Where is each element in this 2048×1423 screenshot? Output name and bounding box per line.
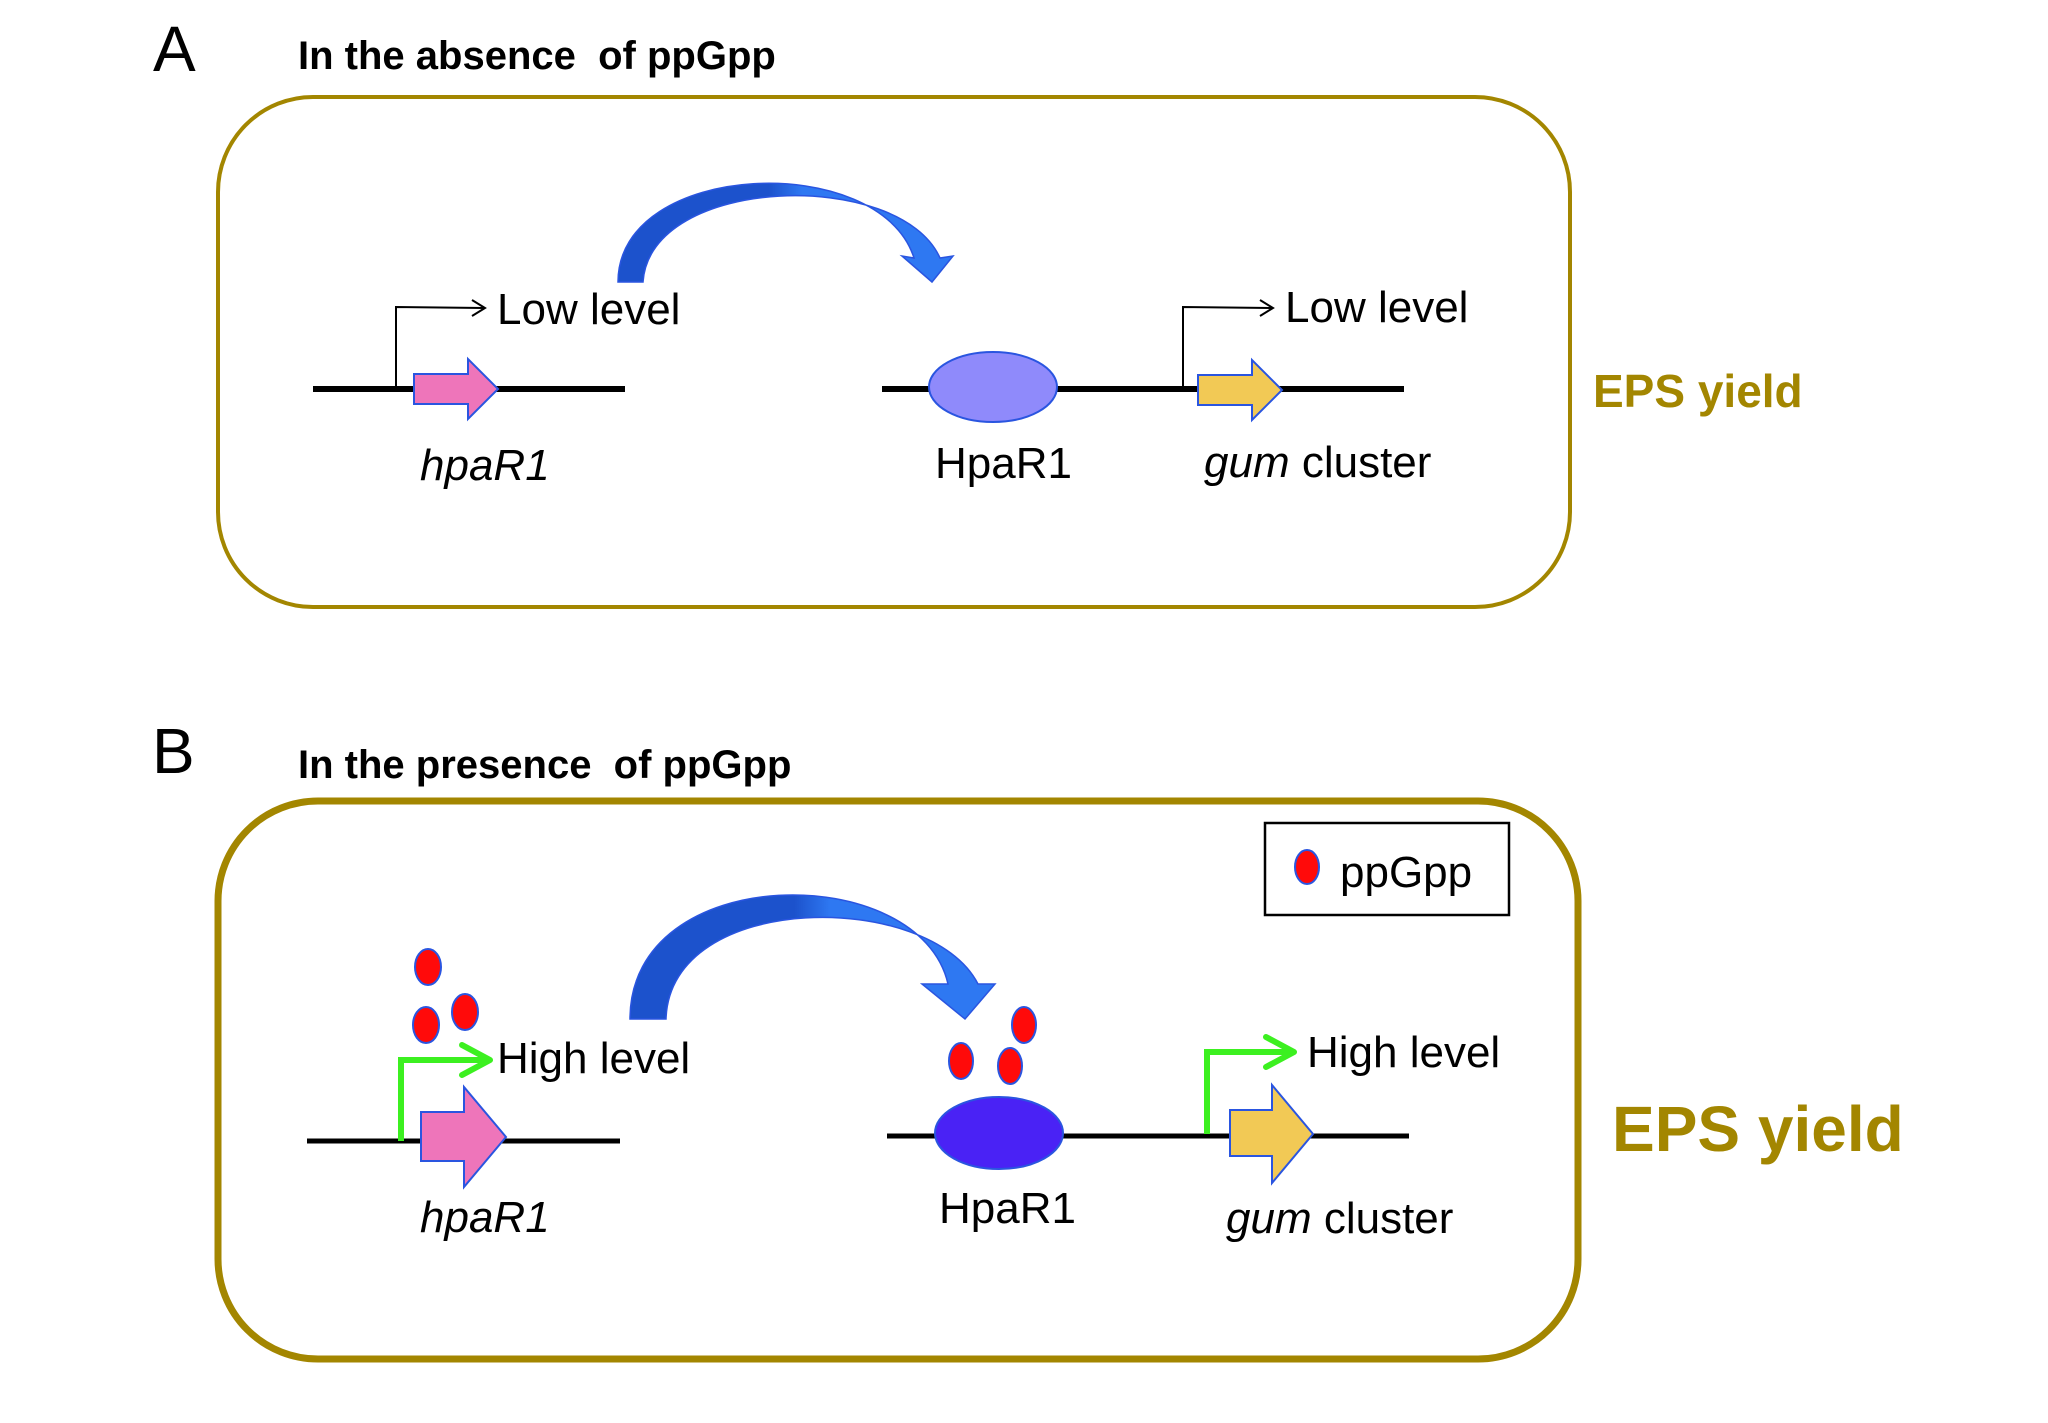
legend-ppGpp-label: ppGpp [1340, 848, 1472, 897]
hpaR1-expression-label: High level [497, 1034, 690, 1083]
gum-gene-arrow-icon [1197, 357, 1284, 423]
regulation-arrow-icon [629, 894, 997, 1021]
panel-b-frame [214, 797, 1582, 1363]
hpaR1-protein-icon [928, 351, 1058, 423]
ppGpp-molecule-icon [414, 948, 442, 986]
gum-label-italic: gum [1226, 1194, 1312, 1243]
hpaR1-gene-arrow-icon [420, 1084, 508, 1190]
eps-yield-label-low: EPS yield [1593, 365, 1803, 417]
hpaR1-gene-label: hpaR1 [420, 441, 550, 490]
promoter-arrow-high-icon [1204, 1049, 1292, 1134]
panel-b: B In the presence of ppGpp ppGpp High le… [152, 715, 1904, 1363]
gum-label-rest: cluster [1312, 1194, 1454, 1243]
gum-label-italic: gum [1204, 438, 1290, 487]
hpaR1-protein-label: HpaR1 [935, 439, 1072, 488]
promoter-arrow-icon [395, 305, 485, 389]
gum-expression-label: Low level [1285, 283, 1468, 332]
hpaR1-protein-bound-icon [934, 1096, 1064, 1170]
ppGpp-molecule-icon [412, 1006, 440, 1044]
ppGpp-molecule-icon [997, 1047, 1023, 1085]
hpaR1-gene-label: hpaR1 [420, 1193, 550, 1242]
hpaR1-gene-arrow-icon [413, 356, 500, 422]
hpaR1-protein-label: HpaR1 [939, 1184, 1076, 1233]
gum-expression-label: High level [1307, 1028, 1500, 1077]
panel-a: A In the absence of ppGpp Low level hpaR… [153, 13, 1803, 609]
promoter-arrowhead-high-icon [1263, 1034, 1297, 1070]
panel-b-letter: B [152, 715, 195, 787]
promoter-arrowhead-icon [471, 299, 487, 317]
panel-a-title: In the absence of ppGpp [298, 34, 776, 78]
promoter-arrowhead-high-icon [459, 1042, 493, 1078]
promoter-arrow-high-icon [398, 1057, 488, 1141]
hpaR1-expression-label: Low level [497, 285, 680, 334]
ppGpp-molecule-icon [948, 1042, 974, 1080]
gum-cluster-label: gum cluster [1226, 1194, 1453, 1243]
promoter-arrowhead-icon [1259, 299, 1275, 317]
legend-ppGpp-icon [1294, 849, 1320, 885]
ppGpp-molecule-icon [451, 993, 479, 1031]
regulation-arrow-icon [617, 182, 955, 284]
ppGpp-molecule-icon [1011, 1006, 1037, 1044]
panel-a-letter: A [153, 13, 196, 85]
promoter-arrow-icon [1182, 305, 1273, 389]
panel-a-frame [216, 95, 1572, 609]
gum-gene-arrow-icon [1229, 1082, 1315, 1186]
panel-b-title: In the presence of ppGpp [298, 743, 791, 787]
gum-label-rest: cluster [1290, 438, 1432, 487]
gum-cluster-label: gum cluster [1204, 438, 1431, 487]
eps-yield-label-high: EPS yield [1612, 1093, 1904, 1165]
